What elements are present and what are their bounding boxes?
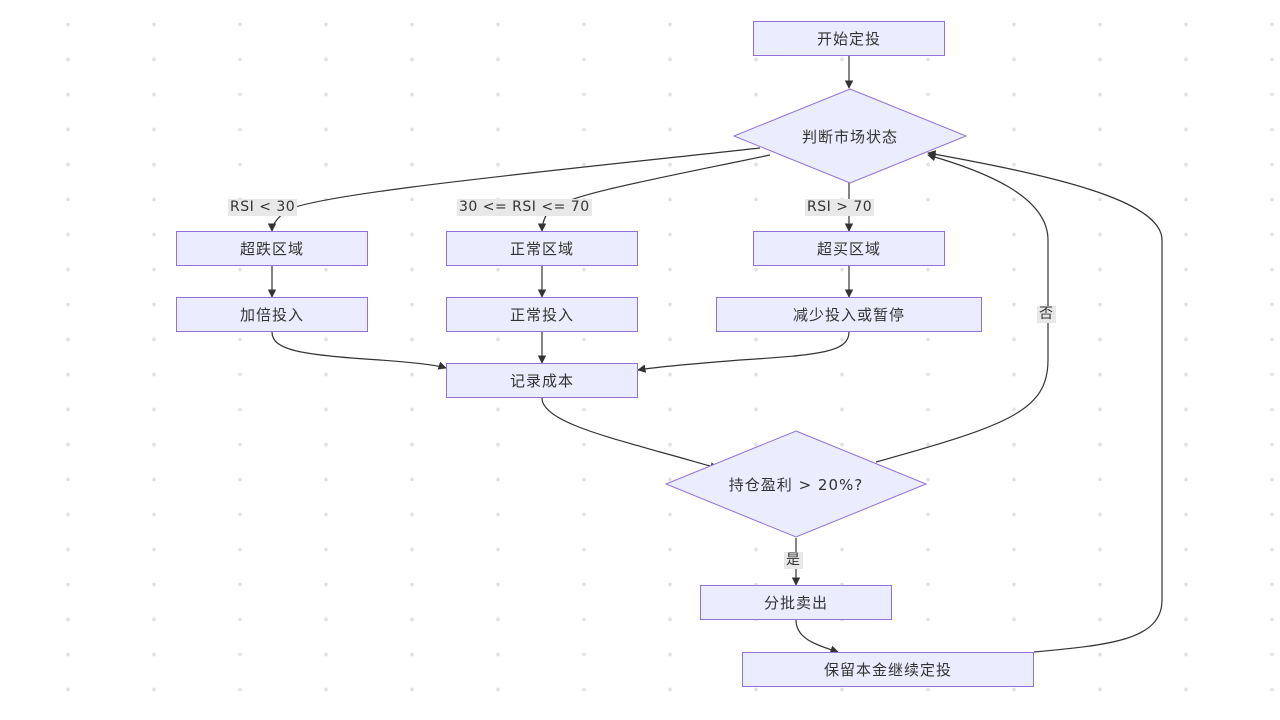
edge-record-to-profit-check <box>541 397 719 471</box>
edge-label-no: 否 <box>1037 306 1056 323</box>
edge-judge-to-oversold <box>267 147 761 232</box>
diamond-shape <box>733 88 967 184</box>
edge-label-rsi-mid: 30 <= RSI <= 70 <box>457 199 592 216</box>
node-double-invest: 加倍投入 <box>176 297 368 332</box>
edge-profit-no-to-judge <box>875 153 1049 463</box>
node-reduce-invest: 减少投入或暂停 <box>716 297 982 332</box>
node-normal-invest: 正常投入 <box>446 297 638 332</box>
node-overbought: 超买区域 <box>753 231 945 266</box>
profit-check-label: 持仓盈利 > 20%? <box>728 475 864 494</box>
judge-label: 判断市场状态 <box>801 127 898 146</box>
node-keep-principal: 保留本金继续定投 <box>742 652 1034 687</box>
node-judge-market: 判断市场状态 <box>733 88 967 184</box>
edge-keep-to-judge <box>927 150 1163 653</box>
node-normal: 正常区域 <box>446 231 638 266</box>
node-oversold: 超跌区域 <box>176 231 368 266</box>
node-start: 开始定投 <box>753 21 945 56</box>
node-record-cost: 记录成本 <box>446 363 638 398</box>
edge-label-rsi-high: RSI > 70 <box>805 199 875 216</box>
edge-label-yes: 是 <box>784 552 803 569</box>
edge-sell-to-keep <box>795 619 839 654</box>
node-batch-sell: 分批卖出 <box>700 585 892 620</box>
edge-double-to-record <box>271 331 447 370</box>
diamond-shape <box>665 430 927 538</box>
node-profit-check: 持仓盈利 > 20%? <box>665 430 927 538</box>
edge-reduce-to-record <box>637 331 850 373</box>
edge-label-rsi-low: RSI < 30 <box>228 199 298 216</box>
